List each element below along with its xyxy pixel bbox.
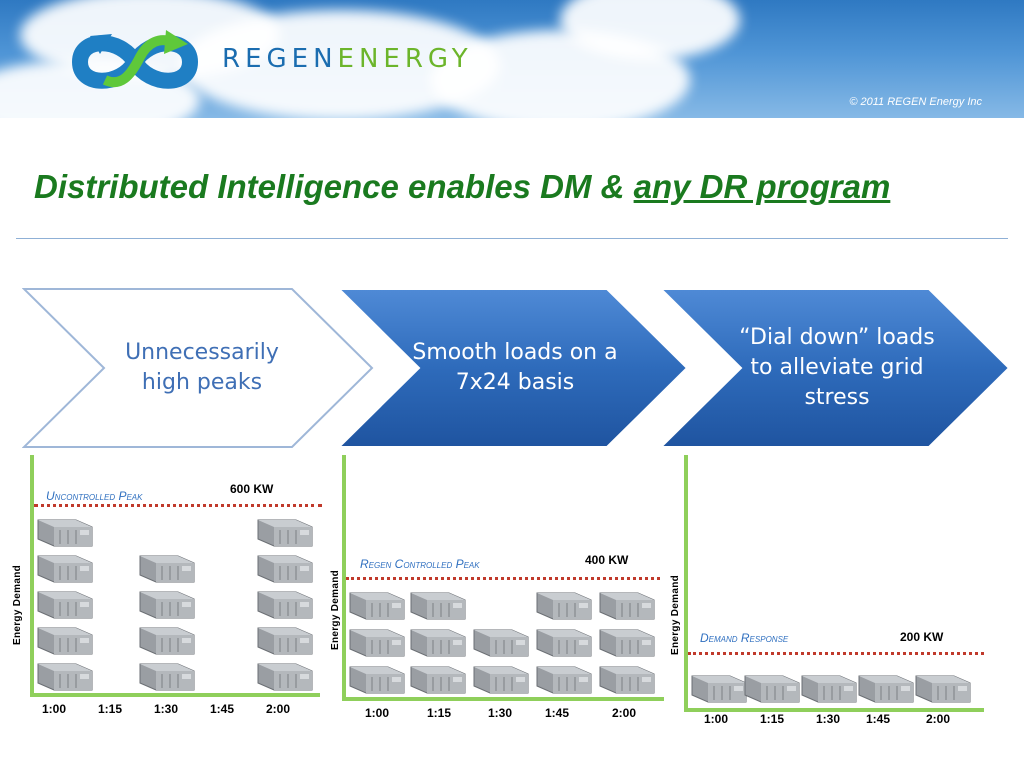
step-chevron-3: “Dial down” loads to alleviate grid stre…: [659, 287, 1011, 449]
peak-label: Uncontrolled Peak: [46, 489, 143, 503]
time-tick: 1:15: [98, 702, 123, 716]
x-axis: [684, 708, 984, 712]
title-main: Distributed Intelligence enables DM &: [34, 168, 634, 205]
hvac-unit-icon: [535, 623, 593, 658]
hvac-unit-icon: [138, 549, 196, 584]
regen-logo: [60, 22, 210, 102]
title-divider: [16, 238, 1008, 239]
hvac-unit-icon: [409, 623, 467, 658]
hvac-unit-icon: [36, 513, 94, 548]
time-tick: 1:45: [866, 712, 891, 726]
time-tick: 2:00: [266, 702, 291, 716]
time-tick: 1:00: [365, 706, 390, 720]
time-tick: 1:00: [704, 712, 729, 726]
hvac-unit-icon: [348, 623, 406, 658]
hvac-unit-icon: [598, 586, 656, 621]
y-axis-label: Energy Demand: [330, 569, 341, 650]
time-tick: 2:00: [926, 712, 951, 726]
hvac-unit-icon: [36, 657, 94, 692]
hvac-unit-icon: [535, 586, 593, 621]
peak-line: [34, 504, 322, 507]
time-tick: 1:15: [760, 712, 785, 726]
hvac-unit-icon: [472, 660, 530, 695]
infinity-arrows-icon: [71, 30, 199, 89]
hvac-unit-icon: [256, 585, 314, 620]
step-label-1: Unnecessarily high peaks: [125, 340, 279, 395]
hvac-unit-icon: [800, 669, 858, 704]
hvac-unit-icon: [598, 623, 656, 658]
kw-label: 400 KW: [585, 553, 629, 567]
brand-wordmark: REGENENERGY: [222, 44, 473, 74]
hvac-unit-icon: [256, 513, 314, 548]
hvac-unit-icon: [138, 585, 196, 620]
time-tick: 1:45: [210, 702, 235, 716]
hvac-unit-icon: [535, 660, 593, 695]
hvac-unit-icon: [256, 549, 314, 584]
time-tick: 1:00: [42, 702, 67, 716]
hvac-unit-icon: [472, 623, 530, 658]
time-tick: 1:15: [427, 706, 452, 720]
title-emphasis: any DR program: [633, 168, 891, 205]
copyright-notice: © 2011 REGEN Energy Inc: [849, 96, 982, 108]
peak-label: Regen Controlled Peak: [360, 557, 480, 571]
demand-panel-uncontrolled: Energy Demand Uncontrolled Peak 600 KW 1…: [0, 455, 330, 767]
header-banner: REGENENERGY © 2011 REGEN Energy Inc: [0, 0, 1024, 118]
step-label-3: “Dial down” loads to alleviate grid stre…: [739, 325, 935, 410]
time-tick: 1:30: [816, 712, 841, 726]
hvac-unit-icon: [743, 669, 801, 704]
brand-regen: REGEN: [222, 44, 338, 74]
hvac-unit-icon: [409, 586, 467, 621]
kw-label: 600 KW: [230, 482, 274, 496]
demand-panel-dr: Energy Demand Demand Response 200 KW 1:0…: [670, 455, 1024, 767]
peak-label: Demand Response: [700, 631, 789, 645]
hvac-unit-icon: [409, 660, 467, 695]
y-axis-label: Energy Demand: [670, 574, 681, 655]
hvac-unit-icon: [348, 586, 406, 621]
hvac-unit-icon: [36, 621, 94, 656]
page-title: Distributed Intelligence enables DM & an…: [34, 168, 890, 206]
hvac-unit-icon: [36, 585, 94, 620]
hvac-unit-icon: [36, 549, 94, 584]
peak-line: [688, 652, 984, 655]
time-tick: 1:30: [488, 706, 513, 720]
y-axis: [30, 455, 34, 695]
hvac-unit-icon: [256, 621, 314, 656]
hvac-unit-icon: [256, 657, 314, 692]
hvac-unit-icon: [598, 660, 656, 695]
hvac-unit-icon: [138, 621, 196, 656]
time-tick: 1:30: [154, 702, 179, 716]
y-axis: [342, 455, 346, 700]
hvac-unit-icon: [348, 660, 406, 695]
step-label-2: Smooth loads on a 7x24 basis: [412, 340, 618, 395]
x-axis: [30, 693, 320, 697]
hvac-unit-icon: [138, 657, 196, 692]
step-chevron-2: Smooth loads on a 7x24 basis: [337, 287, 689, 449]
peak-line: [346, 577, 660, 580]
x-axis: [342, 697, 664, 701]
kw-label: 200 KW: [900, 630, 944, 644]
hvac-unit-icon: [857, 669, 915, 704]
hvac-unit-icon: [914, 669, 972, 704]
time-tick: 1:45: [545, 706, 570, 720]
y-axis-label: Energy Demand: [12, 564, 23, 645]
step-chevron-1: Unnecessarily high peaks: [22, 287, 374, 449]
demand-panel-controlled: Energy Demand Regen Controlled Peak 400 …: [330, 455, 670, 767]
time-tick: 2:00: [612, 706, 637, 720]
y-axis: [684, 455, 688, 711]
hvac-unit-icon: [690, 669, 748, 704]
brand-energy: ENERGY: [337, 44, 473, 74]
